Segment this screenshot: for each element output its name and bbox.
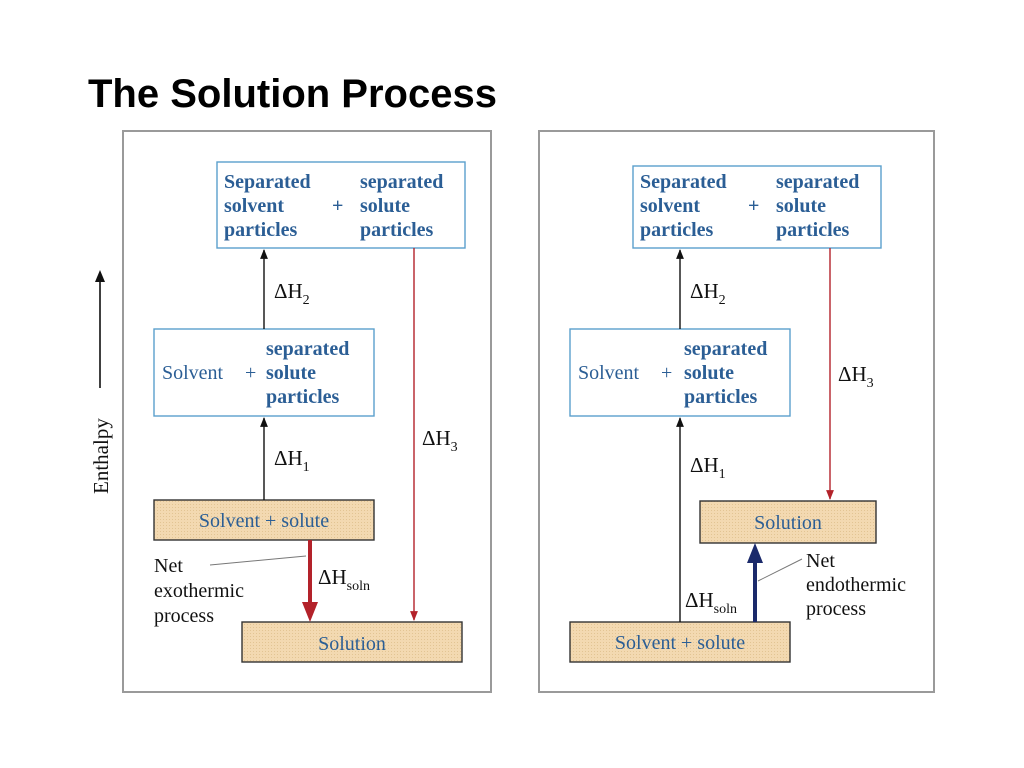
box-text: Solvent [162,362,224,384]
net-process-note: process [806,598,866,620]
delta-h-soln-label: ΔHsoln [318,565,370,594]
box-text: Solution [318,633,386,655]
box-text: Solvent + solute [199,510,329,532]
solution-box: Solution [699,500,877,544]
box-text: solute [266,362,316,384]
plus-sign: + [661,362,672,384]
delta-h1-label: ΔH1 [690,453,726,482]
enthalpy-label: Enthalpy [89,418,113,494]
delta-h-soln-arrow [302,602,318,622]
solvent-separated-solute-box: Solvent + separated solute particles [569,328,791,417]
box-text: Separated [224,171,311,193]
solvent-separated-solute-box: Solvent + separated solute particles [153,328,375,417]
box-text: Separated [640,171,727,193]
box-text: Solution [754,512,822,534]
net-process-note: Net [154,555,183,577]
box-text: separated [360,171,443,193]
box-text: solvent [640,195,700,217]
net-process-note: endothermic [806,574,906,596]
box-text: particles [224,219,298,241]
plus-sign: + [332,195,343,217]
box-text: Solvent [578,362,640,384]
box-text: separated [266,338,349,360]
net-process-note: Net [806,550,835,572]
net-process-note: exothermic [154,580,244,602]
separated-particles-box: Separated solvent particles + separated … [216,161,466,249]
box-text: particles [640,219,714,241]
delta-h1-label: ΔH1 [274,446,310,475]
delta-h2-label: ΔH2 [274,279,310,308]
plus-sign: + [245,362,256,384]
delta-h-soln-label: ΔHsoln [685,588,737,617]
box-text: particles [684,386,758,408]
delta-h2-label: ΔH2 [690,279,726,308]
box-text: solvent [224,195,284,217]
box-text: particles [266,386,340,408]
box-text: solute [776,195,826,217]
enthalpy-axis: Enthalpy [89,270,113,494]
box-text: solute [360,195,410,217]
separated-particles-box: Separated solvent particles + separated … [632,165,882,249]
page-title: The Solution Process [88,72,497,116]
box-text: particles [360,219,434,241]
solution-box: Solution [241,621,463,663]
plus-sign: + [748,195,759,217]
solvent-solute-box: Solvent + solute [153,499,375,541]
box-text: separated [776,171,859,193]
net-process-note: process [154,605,214,627]
box-text: solute [684,362,734,384]
box-text: particles [776,219,850,241]
endothermic-diagram: Separated solvent particles + separated … [569,165,906,663]
box-text: Solvent + solute [615,632,745,654]
exothermic-diagram: Separated solvent particles + separated … [153,161,466,663]
delta-h3-label: ΔH3 [422,426,458,455]
endothermic-diagram-panel: Separated solvent particles + separated … [538,130,935,693]
delta-h-soln-arrow [747,543,763,563]
delta-h3-label: ΔH3 [838,362,874,391]
box-text: separated [684,338,767,360]
exothermic-diagram-panel: Separated solvent particles + separated … [122,130,492,693]
solvent-solute-box: Solvent + solute [569,621,791,663]
